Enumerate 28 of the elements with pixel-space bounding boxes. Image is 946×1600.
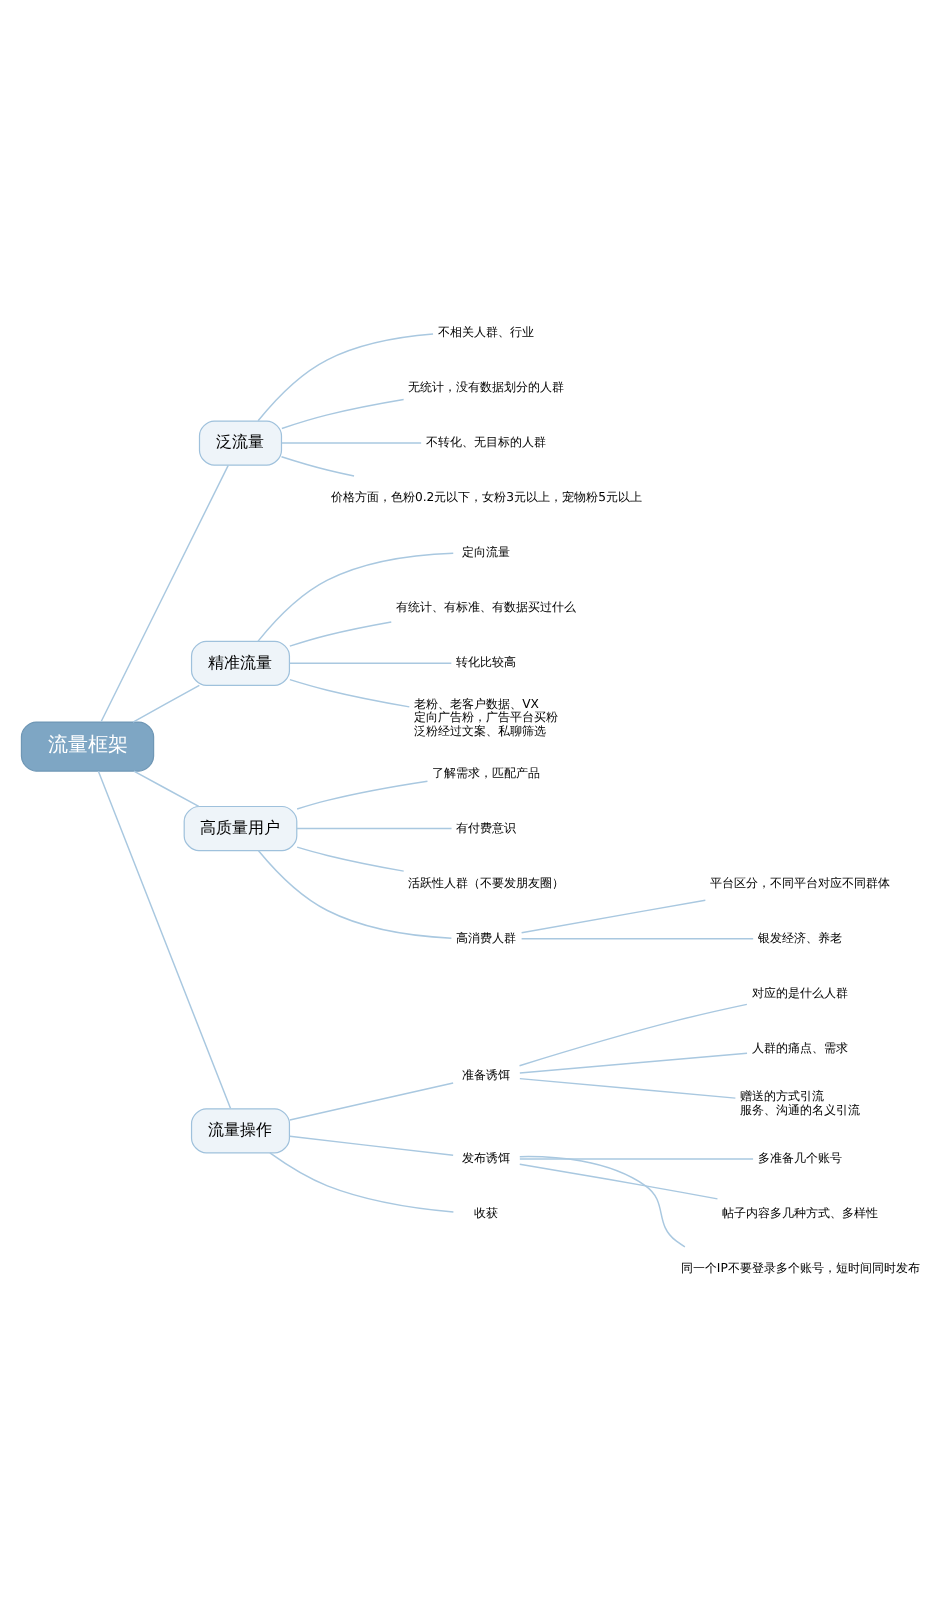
connector: [280, 455, 355, 476]
connector: [518, 1002, 748, 1066]
connector: [289, 677, 411, 707]
connector: [97, 769, 232, 1109]
connector: [289, 1134, 454, 1155]
connector: [257, 849, 453, 938]
connector: [296, 826, 453, 829]
connector: [257, 551, 454, 641]
connector: [289, 1081, 454, 1120]
connector: [281, 441, 422, 443]
connector: [296, 845, 405, 871]
connector: [519, 1157, 754, 1159]
connector: [519, 1076, 737, 1098]
node-box: 流量框架: [20, 720, 155, 771]
connector: [519, 1051, 748, 1073]
connector: [289, 661, 453, 664]
connector: [133, 769, 200, 807]
connector: [296, 779, 429, 809]
connector: [132, 683, 201, 722]
connector: [519, 1162, 719, 1199]
connector: [520, 936, 754, 939]
connector: [100, 463, 229, 722]
connector: [519, 1154, 686, 1247]
connector: [281, 397, 405, 429]
connector: [520, 898, 707, 933]
connector: [257, 332, 434, 421]
connector: [289, 620, 392, 646]
connector: [269, 1151, 455, 1212]
